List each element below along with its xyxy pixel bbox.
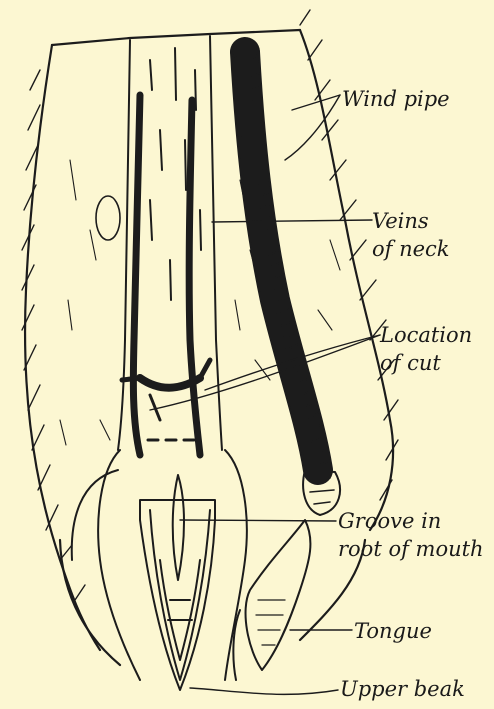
label-groove-line2: root of mouth bbox=[338, 536, 484, 562]
label-wind-pipe: Wind pipe bbox=[342, 86, 450, 112]
tongue bbox=[233, 520, 310, 680]
label-tongue: Tongue bbox=[354, 618, 432, 644]
label-veins-line1: Veins bbox=[372, 208, 429, 234]
label-location-line2: of cut bbox=[380, 350, 441, 376]
neck-skin-outline bbox=[25, 30, 393, 665]
veins-of-neck bbox=[122, 95, 210, 455]
label-upper-beak: Upper beak bbox=[340, 676, 465, 702]
label-groove-line1: Groove in bbox=[338, 508, 441, 534]
label-veins-line2: of neck bbox=[372, 236, 450, 262]
upper-beak bbox=[140, 500, 215, 690]
gland-blob bbox=[96, 196, 120, 240]
label-location-line1: Location bbox=[380, 322, 472, 348]
mouth-groove bbox=[173, 475, 184, 580]
